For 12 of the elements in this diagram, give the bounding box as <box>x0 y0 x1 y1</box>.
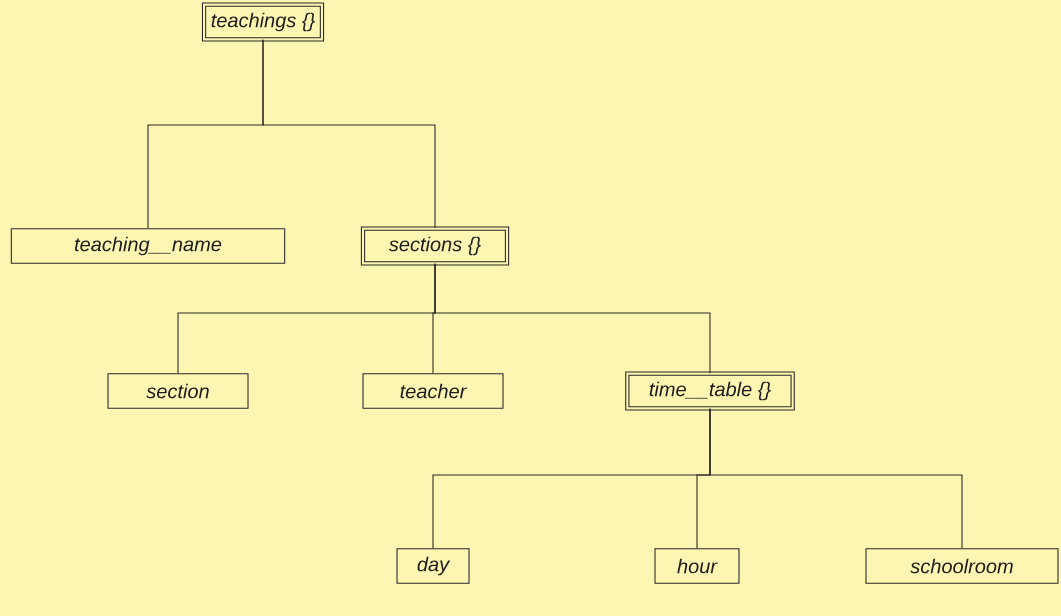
group-box: teachings {} <box>201 2 325 42</box>
field-box: schoolroom <box>865 548 1059 584</box>
tree-connector <box>709 408 963 549</box>
group-box: time__table {} <box>625 371 795 411</box>
field-box: day <box>396 548 470 584</box>
field-box: teacher <box>362 373 504 409</box>
field-box: teaching__name <box>10 228 286 264</box>
tree-connector <box>262 39 436 229</box>
group-box: sections {} <box>360 226 510 266</box>
tree-connector <box>434 263 711 374</box>
field-box: section <box>107 373 249 409</box>
field-box: hour <box>654 548 740 584</box>
